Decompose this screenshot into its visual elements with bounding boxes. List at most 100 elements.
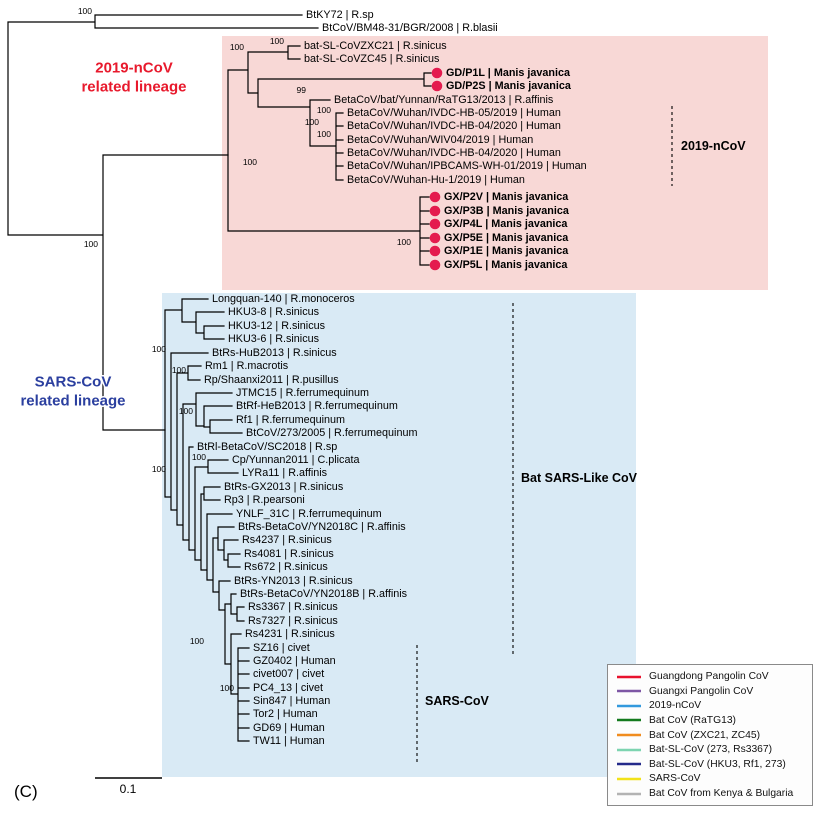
- ncov-lineage-label-line2: related lineage: [81, 79, 186, 96]
- taxon-label: BtRs-YN2013 | R.sinicus: [234, 575, 353, 587]
- tree-branch-lines-sars-lineage: [164, 298, 250, 742]
- legend-line-swatch: [617, 719, 641, 722]
- pangolin-sample-dot: [429, 218, 441, 230]
- pangolin-sample-dot: [431, 80, 443, 92]
- taxon-label: BtKY72 | R.sp: [306, 9, 374, 21]
- taxon-label: TW11 | Human: [253, 735, 325, 747]
- taxon-label: BtCoV/273/2005 | R.ferrumequinum: [246, 427, 417, 439]
- taxon-label: HKU3-8 | R.sinicus: [228, 306, 320, 318]
- sars-clade-annotation: SARS-CoV: [425, 694, 490, 708]
- taxon-label: SZ16 | civet: [253, 642, 310, 654]
- taxon-label: Tor2 | Human: [253, 708, 318, 720]
- bootstrap-value: 100: [317, 129, 331, 139]
- legend-item: Bat CoV from Kenya & Bulgaria: [615, 787, 805, 800]
- legend-line-swatch: [617, 689, 641, 693]
- legend-item: 2019-nCoV: [615, 699, 805, 712]
- sars-lineage-label-line1: SARS-CoV: [35, 374, 112, 391]
- legend-item: Bat-SL-CoV (273, Rs3367): [615, 743, 805, 756]
- taxon-label: BetaCoV/bat/Yunnan/RaTG13/2013 | R.affin…: [334, 94, 554, 106]
- legend-line-swatch: [617, 675, 641, 678]
- bootstrap-value: 100: [172, 365, 186, 375]
- taxon-label: BtRs-BetaCoV/YN2018B | R.affinis: [240, 588, 408, 600]
- sars-lineage-label-line2: related lineage: [20, 393, 125, 410]
- ncov-clade-annotation: 2019-nCoV: [681, 139, 746, 153]
- bootstrap-value: 100: [192, 452, 206, 462]
- taxon-label: LYRa11 | R.affinis: [242, 467, 328, 479]
- pangolin-sample-dot: [429, 232, 441, 244]
- scale-bar-value: 0.1: [120, 782, 137, 796]
- tree-branch-lines-root-outgroup: [7, 14, 319, 431]
- bootstrap-value: 100: [270, 36, 284, 46]
- taxon-label: Rf1 | R.ferrumequinum: [236, 414, 345, 426]
- taxon-label: BtCoV/BM48-31/BGR/2008 | R.blasii: [322, 22, 498, 34]
- legend-item: Guangxi Pangolin CoV: [615, 685, 805, 698]
- taxon-label: GX/P2V | Manis javanica: [444, 191, 569, 203]
- legend-item-label: Bat CoV (ZXC21, ZC45): [649, 729, 761, 741]
- pangolin-sample-dot: [431, 67, 443, 79]
- taxon-label: bat-SL-CoVZC45 | R.sinicus: [304, 53, 440, 65]
- legend-item-label: SARS-CoV: [649, 773, 701, 785]
- legend-item-label: Bat-SL-CoV (273, Rs3367): [649, 744, 773, 756]
- bootstrap-value: 100: [220, 683, 234, 693]
- tree-branch-lines-ncov-lineage: [227, 45, 432, 266]
- taxon-label: Rs672 | R.sinicus: [244, 561, 328, 573]
- legend-item-label: Guangdong Pangolin CoV: [649, 671, 769, 682]
- taxon-label: GX/P3B | Manis javanica: [444, 205, 570, 217]
- legend-item-label: Bat CoV from Kenya & Bulgaria: [649, 788, 794, 799]
- taxon-label: civet007 | civet: [253, 668, 324, 680]
- taxon-label: BetaCoV/Wuhan/WIV04/2019 | Human: [347, 134, 533, 146]
- taxon-label: BetaCoV/Wuhan/IPBCAMS-WH-01/2019 | Human: [347, 160, 587, 172]
- panel-label: (C): [14, 782, 38, 801]
- bootstrap-value: 100: [230, 42, 244, 52]
- taxon-label: GX/P5L | Manis javanica: [444, 259, 568, 271]
- taxon-label: GZ0402 | Human: [253, 655, 336, 667]
- taxon-label: Rp/Shaanxi2011 | R.pusillus: [204, 374, 339, 386]
- taxon-label: HKU3-6 | R.sinicus: [228, 333, 320, 345]
- taxon-label: Rs7327 | R.sinicus: [248, 615, 338, 627]
- taxon-label: Rs4081 | R.sinicus: [244, 548, 334, 560]
- taxon-label: Cp/Yunnan2011 | C.plicata: [232, 454, 359, 466]
- bat-sars-like-clade-annotation: Bat SARS-Like CoV: [521, 471, 638, 485]
- legend-item: Bat-SL-CoV (HKU3, Rf1, 273): [615, 758, 805, 771]
- legend: Guangdong Pangolin CoV Guangxi Pangolin …: [607, 664, 813, 806]
- legend-item-label: Guangxi Pangolin CoV: [649, 685, 754, 697]
- taxon-label: GX/P4L | Manis javanica: [444, 218, 568, 230]
- legend-item-label: 2019-nCoV: [649, 700, 702, 712]
- taxon-label: BtRs-HuB2013 | R.sinicus: [212, 347, 337, 359]
- bootstrap-value: 100: [152, 344, 166, 354]
- legend-item-label: Bat CoV (RaTG13): [649, 714, 736, 726]
- bootstrap-value: 100: [84, 239, 98, 249]
- taxon-label: BtRf-HeB2013 | R.ferrumequinum: [236, 400, 398, 412]
- taxon-label: GD/P1L | Manis javanica: [446, 67, 571, 79]
- taxon-label: GX/P5E | Manis javanica: [444, 232, 569, 244]
- taxon-label: Sin847 | Human: [253, 695, 330, 707]
- legend-line-swatch: [617, 762, 641, 766]
- taxon-label: Rm1 | R.macrotis: [205, 360, 289, 372]
- bootstrap-value: 100: [190, 636, 204, 646]
- taxon-label: GD69 | Human: [253, 722, 325, 734]
- legend-line-swatch: [617, 748, 641, 751]
- pangolin-sample-dot: [429, 205, 441, 217]
- taxon-label: bat-SL-CoVZXC21 | R.sinicus: [304, 40, 447, 52]
- taxon-label: BtRs-BetaCoV/YN2018C | R.affinis: [238, 521, 406, 533]
- taxon-label: BetaCoV/Wuhan/IVDC-HB-05/2019 | Human: [347, 107, 561, 119]
- legend-item-label: Bat-SL-CoV (HKU3, Rf1, 273): [649, 758, 786, 770]
- taxon-label: BetaCoV/Wuhan-Hu-1/2019 | Human: [347, 174, 525, 186]
- ncov-lineage-label-line1: 2019-nCoV: [95, 60, 173, 77]
- taxon-label: BtRl-BetaCoV/SC2018 | R.sp: [197, 441, 337, 453]
- bootstrap-value: 100: [317, 105, 331, 115]
- taxon-label: BetaCoV/Wuhan/IVDC-HB-04/2020 | Human: [347, 120, 561, 132]
- bootstrap-value: 100: [397, 237, 411, 247]
- taxon-label: Rp3 | R.pearsoni: [224, 494, 305, 506]
- pangolin-sample-dot: [429, 259, 441, 271]
- taxon-label: Rs3367 | R.sinicus: [248, 601, 338, 613]
- taxon-label: BtRs-GX2013 | R.sinicus: [224, 481, 344, 493]
- ncov-lineage-highlight-box: [222, 36, 768, 290]
- taxon-label: GX/P1E | Manis javanica: [444, 245, 569, 257]
- taxon-label: HKU3-12 | R.sinicus: [228, 320, 326, 332]
- taxon-label: GD/P2S | Manis javanica: [446, 80, 572, 92]
- legend-line-swatch: [617, 733, 641, 737]
- bootstrap-value: 99: [297, 85, 307, 95]
